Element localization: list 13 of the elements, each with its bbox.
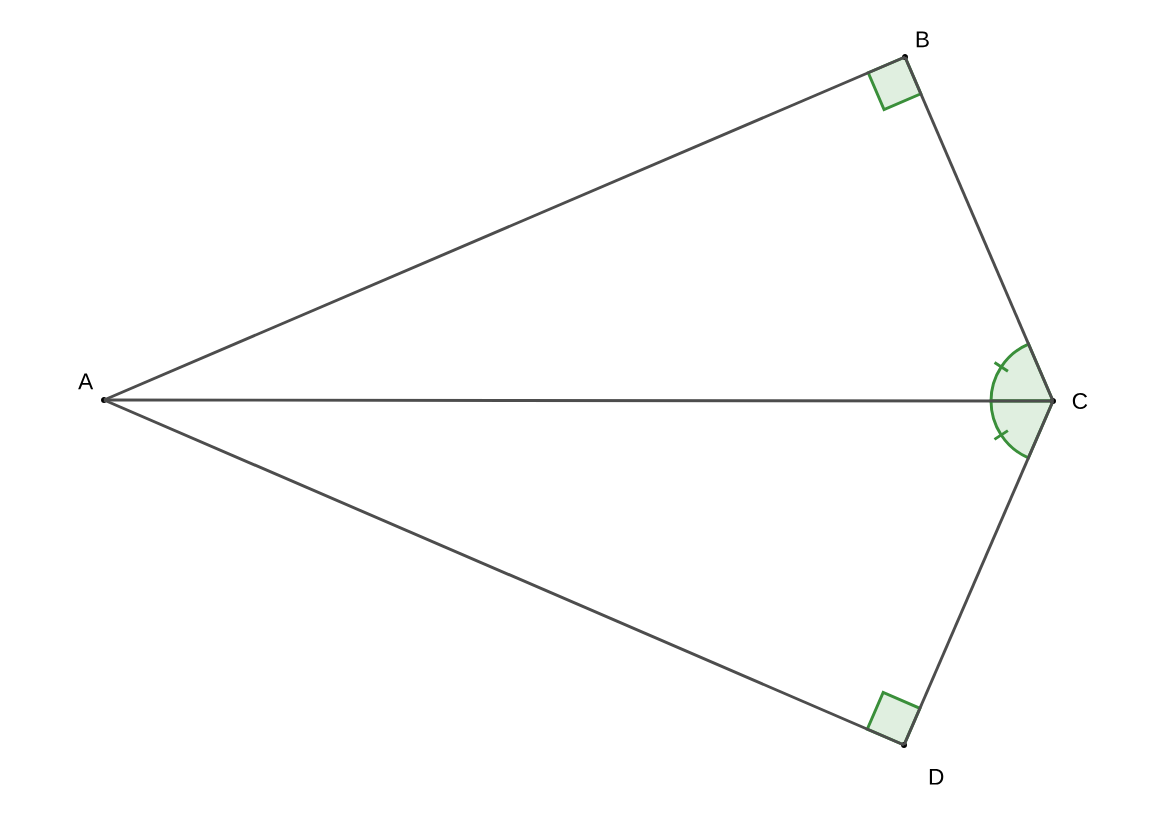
line-segment	[104, 398, 1053, 403]
line-segment	[903, 56, 1055, 402]
line-segment	[103, 55, 906, 402]
point: D	[901, 742, 944, 785]
node-label: B	[916, 31, 929, 48]
point: A	[78, 373, 107, 403]
node-label: A	[78, 373, 94, 390]
node-label: D	[929, 769, 944, 785]
line-segment	[103, 398, 905, 747]
point: B	[902, 31, 929, 60]
node-label: C	[1072, 392, 1088, 410]
point: C	[1050, 392, 1088, 410]
line-segment	[902, 400, 1055, 746]
